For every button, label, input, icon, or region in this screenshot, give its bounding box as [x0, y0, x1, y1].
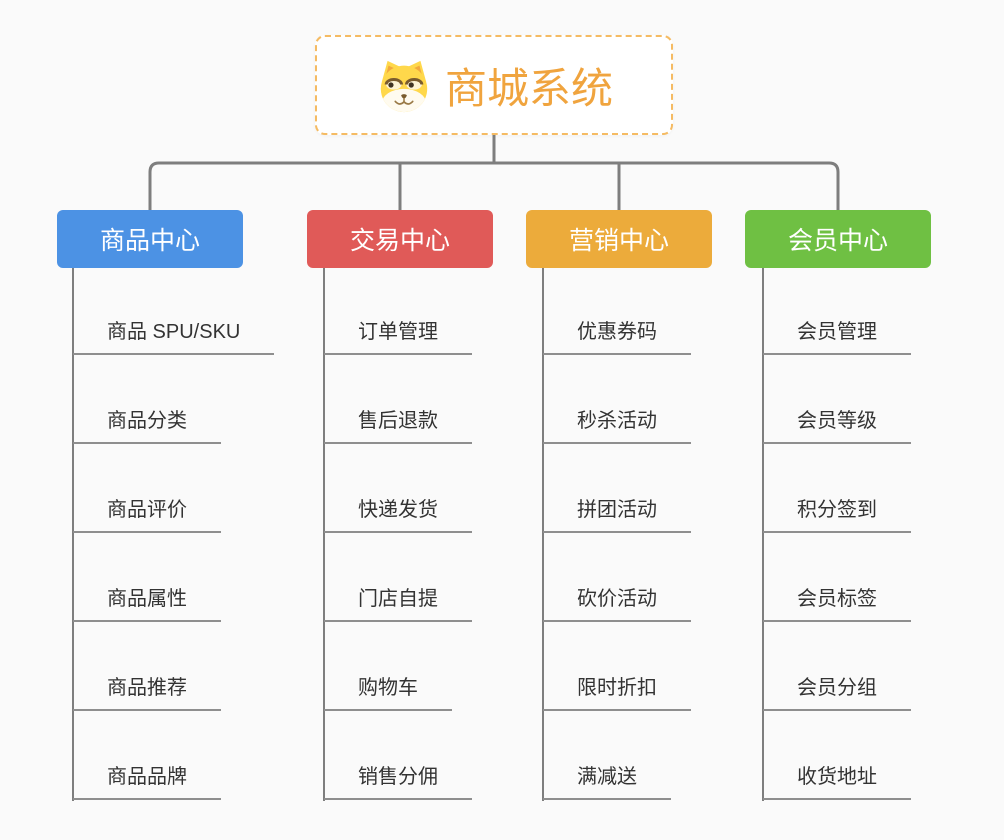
- leaf-node[interactable]: 门店自提: [324, 578, 472, 622]
- leaf-node[interactable]: 售后退款: [324, 400, 472, 444]
- branch-label: 营销中心: [568, 227, 669, 255]
- leaf-node[interactable]: 购物车: [324, 667, 452, 711]
- dog-face-icon: [375, 56, 433, 114]
- leaf-node[interactable]: 满减送: [543, 756, 671, 800]
- branch-node-3[interactable]: 营销中心: [526, 210, 712, 268]
- leaf-node[interactable]: 限时折扣: [543, 667, 691, 711]
- branch-node-2[interactable]: 交易中心: [307, 210, 493, 268]
- leaf-node[interactable]: 会员等级: [763, 400, 911, 444]
- branch-label: 交易中心: [349, 227, 450, 255]
- branch-label: 商品中心: [99, 227, 200, 255]
- leaf-node[interactable]: 商品评价: [73, 489, 221, 533]
- leaf-node[interactable]: 快递发货: [324, 489, 472, 533]
- leaf-node[interactable]: 积分签到: [763, 489, 911, 533]
- leaf-node[interactable]: 商品分类: [73, 400, 221, 444]
- branch-node-4[interactable]: 会员中心: [745, 210, 931, 268]
- leaf-node[interactable]: 拼团活动: [543, 489, 691, 533]
- leaf-node[interactable]: 销售分佣: [324, 756, 472, 800]
- leaf-node[interactable]: 订单管理: [324, 311, 472, 355]
- leaf-node[interactable]: 商品推荐: [73, 667, 221, 711]
- root-node[interactable]: 商城系统: [315, 35, 673, 135]
- leaf-node[interactable]: 商品 SPU/SKU: [73, 311, 275, 355]
- leaf-node[interactable]: 会员标签: [763, 578, 911, 622]
- leaf-node[interactable]: 商品属性: [73, 578, 221, 622]
- leaf-node[interactable]: 会员管理: [763, 311, 911, 355]
- leaf-node[interactable]: 商品品牌: [73, 756, 221, 800]
- leaf-node[interactable]: 优惠券码: [543, 311, 691, 355]
- branch-node-1[interactable]: 商品中心: [57, 210, 243, 268]
- branch-label: 会员中心: [787, 227, 888, 255]
- leaf-node[interactable]: 砍价活动: [543, 578, 691, 622]
- leaf-node[interactable]: 秒杀活动: [543, 400, 691, 444]
- leaf-node[interactable]: 会员分组: [763, 667, 911, 711]
- leaf-node[interactable]: 收货地址: [763, 756, 911, 800]
- root-label: 商城系统: [444, 64, 613, 112]
